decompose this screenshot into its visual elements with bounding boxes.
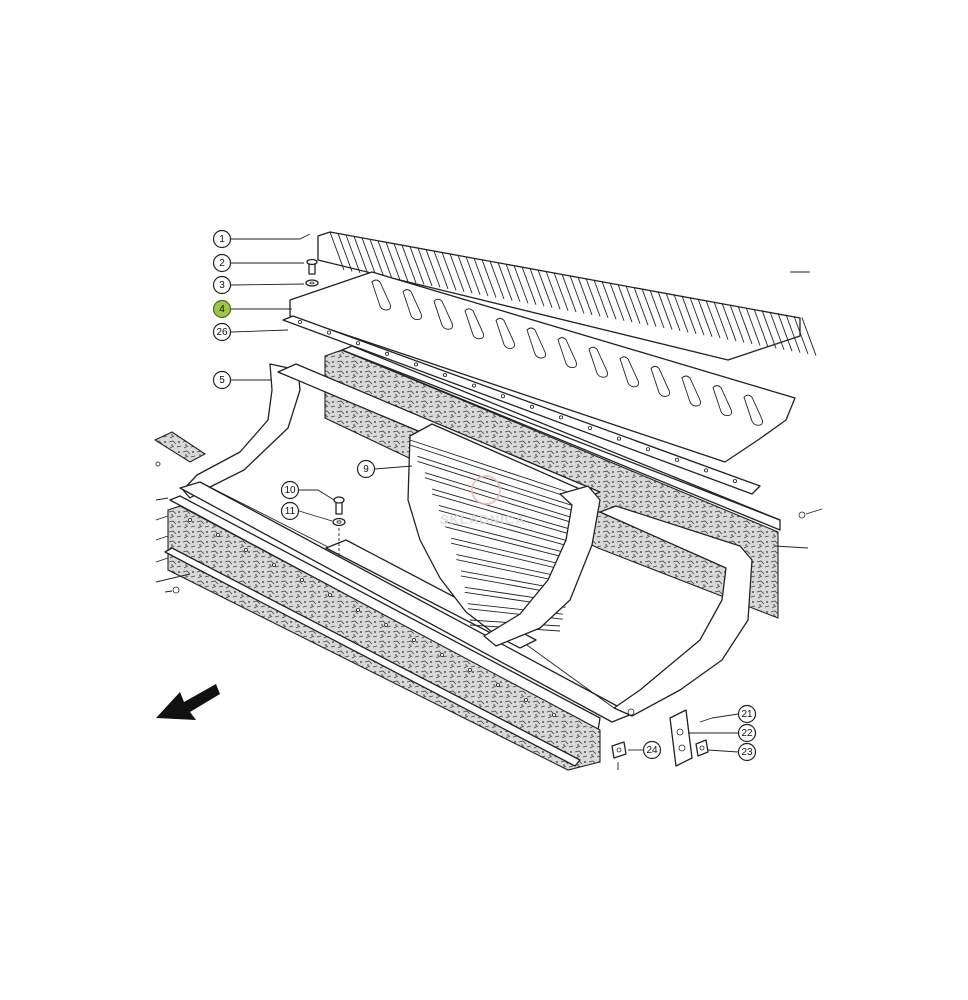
callout-label: 26 bbox=[216, 327, 228, 338]
callout-label: 5 bbox=[219, 375, 225, 386]
leader-line bbox=[374, 465, 413, 470]
callout-circle[interactable] bbox=[212, 275, 232, 295]
callout-3[interactable]: 3 bbox=[212, 275, 305, 295]
callout-label: 11 bbox=[285, 506, 296, 517]
callout-circle[interactable] bbox=[280, 501, 300, 521]
leader-line bbox=[711, 713, 739, 719]
leader-line bbox=[299, 489, 335, 501]
callout-label: 23 bbox=[741, 747, 753, 758]
callout-23[interactable]: 23 bbox=[707, 742, 757, 762]
callout-circle[interactable] bbox=[737, 704, 757, 724]
front-felt-seal bbox=[164, 505, 601, 771]
leader-line bbox=[707, 749, 739, 753]
callout-label: 21 bbox=[741, 709, 753, 720]
rake-teeth bbox=[317, 231, 817, 361]
callout-2[interactable]: 2 bbox=[212, 253, 305, 273]
callout-circle[interactable] bbox=[280, 480, 300, 500]
left-drive-chain bbox=[153, 431, 207, 594]
callout-21[interactable]: 21 bbox=[711, 704, 757, 724]
leader-line bbox=[230, 329, 289, 333]
leader-line bbox=[298, 510, 333, 522]
callout-label: 9 bbox=[363, 464, 369, 475]
concave-grate bbox=[407, 423, 601, 647]
callout-1[interactable]: 1 bbox=[212, 229, 311, 249]
callout-label: 4 bbox=[219, 304, 225, 315]
leader-line bbox=[231, 233, 311, 240]
callout-label: 24 bbox=[646, 745, 658, 756]
callout-circle[interactable] bbox=[212, 370, 232, 390]
callout-label: 2 bbox=[219, 258, 225, 269]
callout-circle[interactable] bbox=[356, 459, 376, 479]
center-bolt bbox=[332, 496, 346, 556]
callout-circle[interactable] bbox=[737, 723, 757, 743]
callout-label: 3 bbox=[219, 280, 225, 291]
callout-circle[interactable] bbox=[212, 299, 232, 319]
callout-label: 22 bbox=[741, 728, 753, 739]
callout-9[interactable]: 9 bbox=[356, 459, 413, 479]
top-bolt bbox=[305, 258, 319, 287]
bracket-plate bbox=[611, 708, 713, 770]
callout-circle[interactable] bbox=[212, 229, 232, 249]
callout-label: 1 bbox=[219, 234, 225, 245]
callout-circle[interactable] bbox=[642, 740, 662, 760]
callout-26[interactable]: 26 bbox=[212, 322, 289, 342]
watermark: SKLADNICA bbox=[440, 475, 526, 527]
callout-5[interactable]: 5 bbox=[212, 370, 273, 390]
right-side-bolt bbox=[774, 508, 823, 549]
callout-circle[interactable] bbox=[212, 322, 232, 342]
callout-24[interactable]: 24 bbox=[628, 740, 662, 760]
callout-label: 10 bbox=[284, 485, 296, 496]
callout-circle[interactable] bbox=[737, 742, 757, 762]
callout-10[interactable]: 10 bbox=[280, 480, 335, 501]
callout-4[interactable]: 4 bbox=[212, 299, 293, 319]
direction-arrow-icon bbox=[156, 684, 220, 720]
finger-plate bbox=[289, 271, 796, 463]
leader-line bbox=[230, 283, 305, 286]
watermark-text: SKLADNICA bbox=[440, 512, 526, 527]
flat-strip bbox=[282, 315, 761, 495]
callout-11[interactable]: 11 bbox=[280, 501, 333, 522]
callout-circle[interactable] bbox=[212, 253, 232, 273]
callout-22[interactable]: 22 bbox=[688, 723, 757, 743]
